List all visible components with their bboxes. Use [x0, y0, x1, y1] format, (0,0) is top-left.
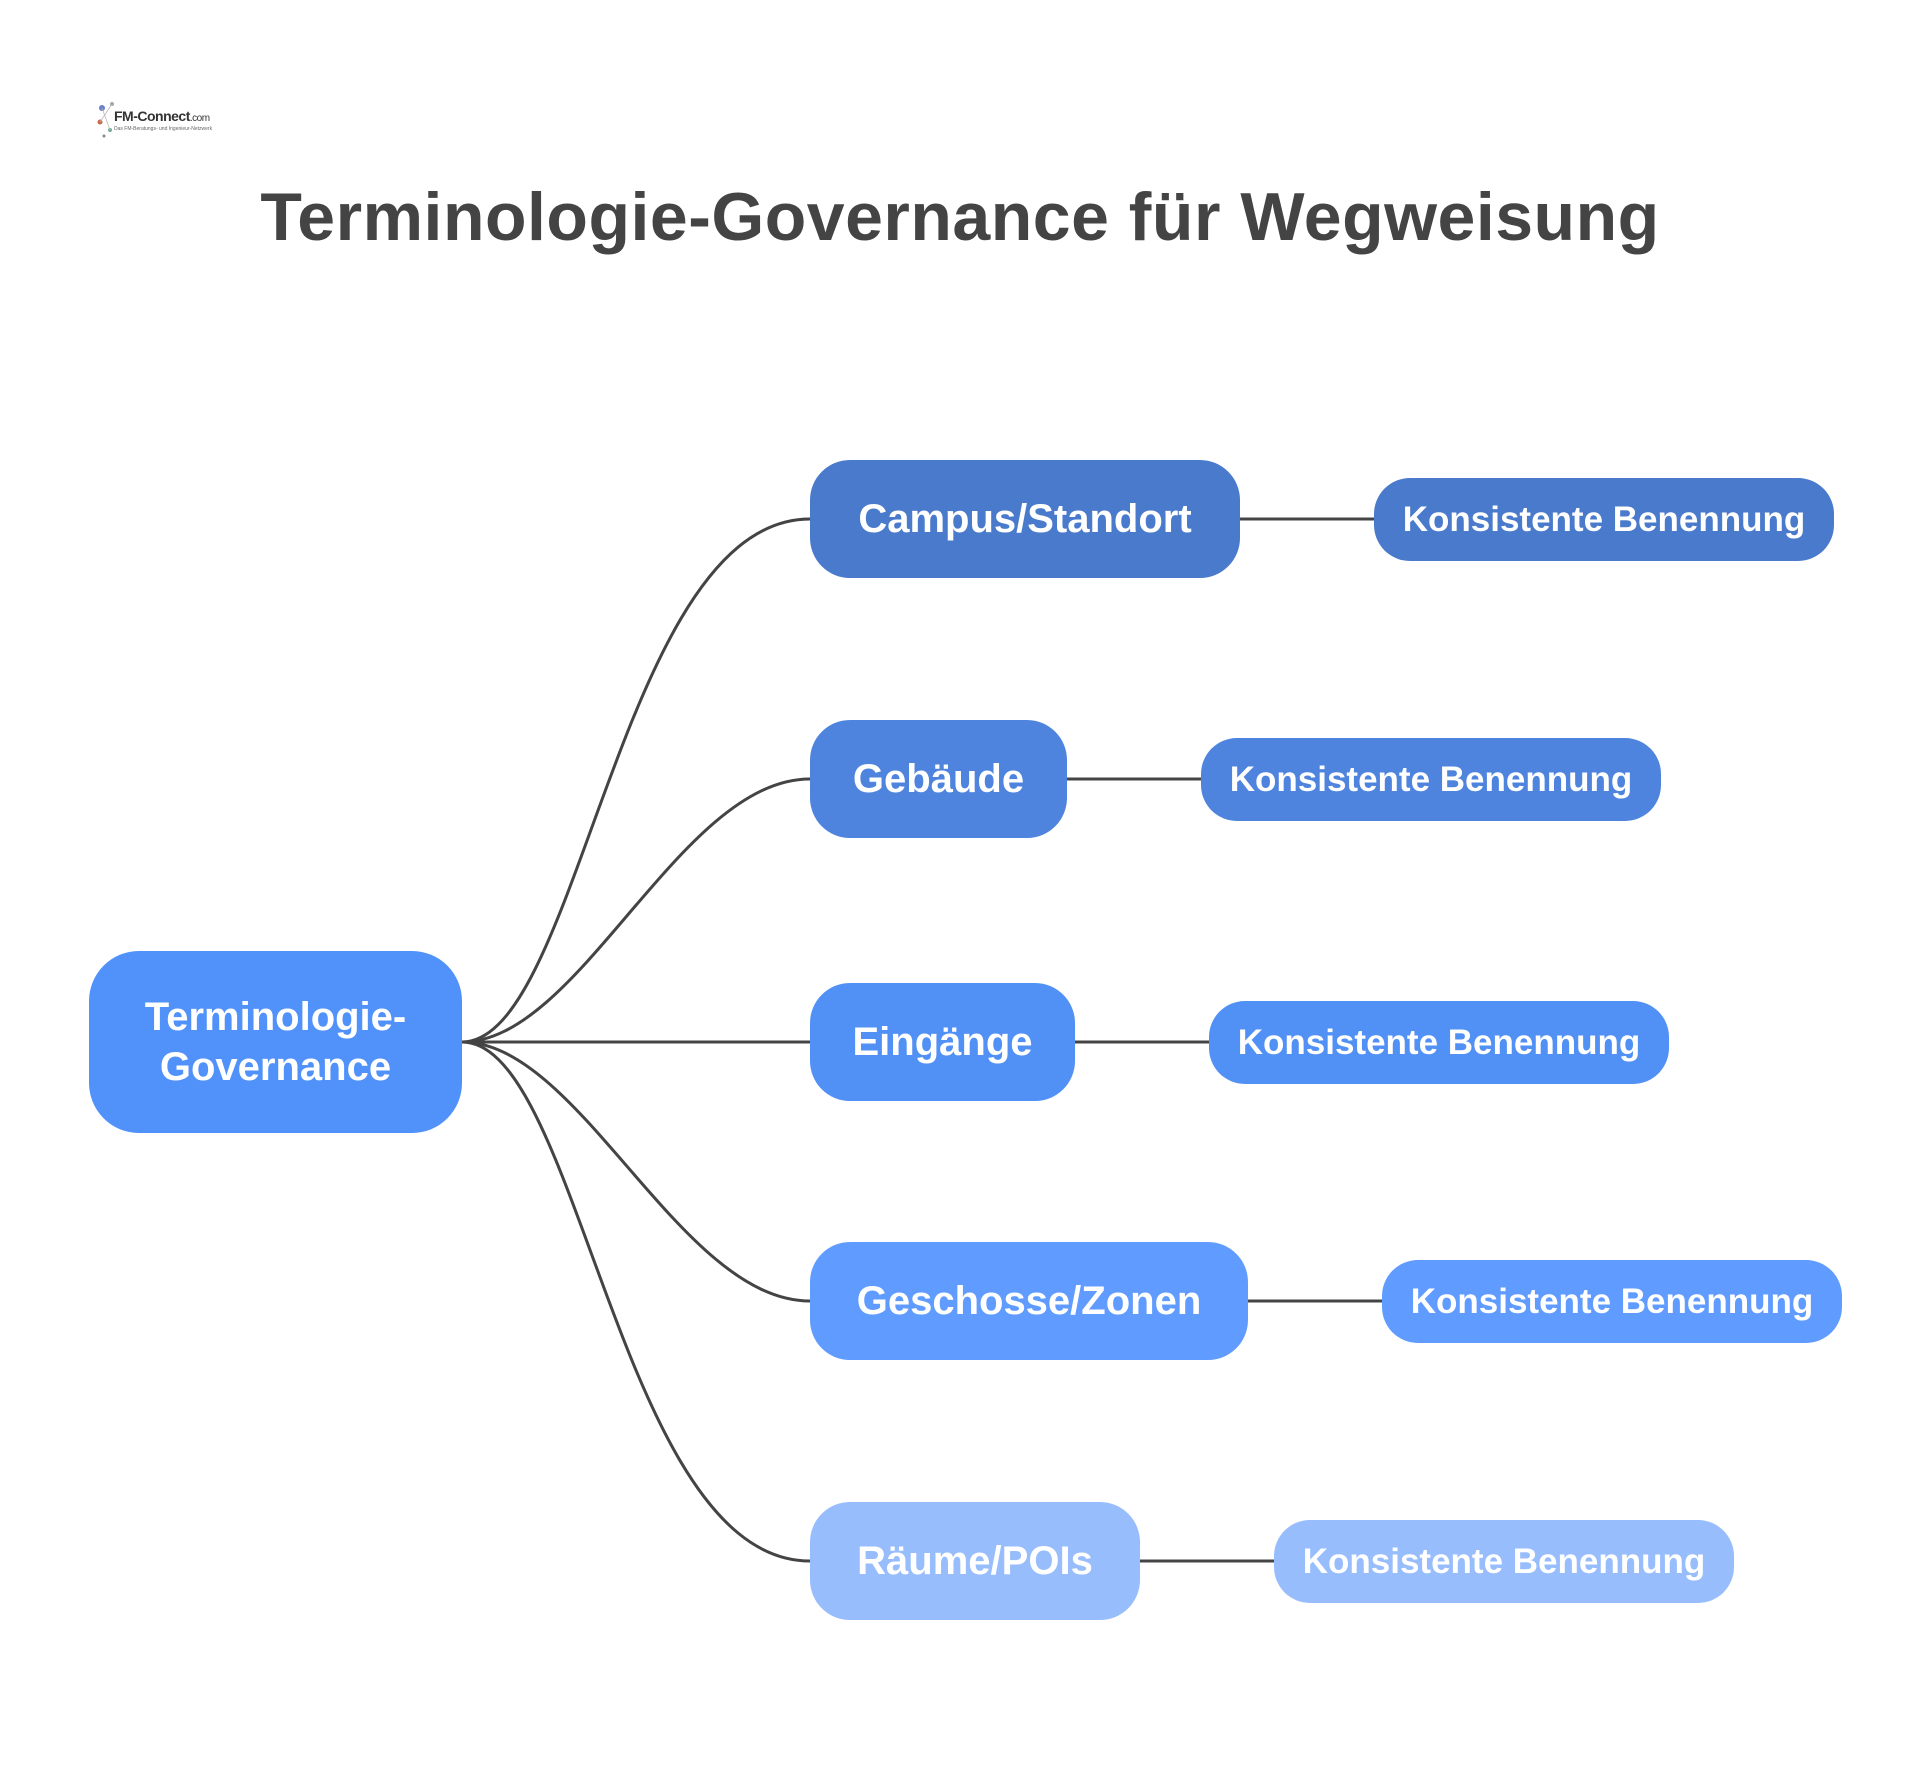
leaf-node-raeume: Konsistente Benennung [1274, 1520, 1734, 1603]
leaf-label: Konsistente Benennung [1237, 1022, 1641, 1062]
branch-label: Räume/POIs [857, 1538, 1093, 1583]
root-label-line2: Governance [159, 1045, 392, 1089]
leaf-label: Konsistente Benennung [1302, 1541, 1706, 1581]
leaf-node-geschosse: Konsistente Benennung [1382, 1260, 1842, 1343]
leaf-label: Konsistente Benennung [1402, 499, 1806, 539]
branch-node-geschosse: Geschosse/Zonen [810, 1242, 1248, 1360]
branch-label: Eingänge [852, 1019, 1033, 1064]
branch-node-gebaeude: Gebäude [810, 720, 1067, 838]
branch-node-campus: Campus/Standort [810, 460, 1240, 578]
leaf-node-eingaenge: Konsistente Benennung [1209, 1001, 1669, 1084]
root-label-line1: Terminologie- [144, 995, 407, 1039]
connector-root-geschosse [460, 1040, 812, 1303]
branch-label: Geschosse/Zonen [856, 1278, 1202, 1323]
fm-connect-logo: FM-Connect.com Das FM-Beratungs- und Ing… [96, 98, 212, 148]
connector-root-gebaeude [460, 777, 812, 1044]
network-dots-icon [97, 102, 114, 138]
leaf-label: Konsistente Benennung [1410, 1281, 1814, 1321]
branch-label: Gebäude [852, 756, 1025, 801]
connector-root-raeume [460, 1040, 812, 1563]
connector-root-campus [460, 517, 812, 1044]
logo-name: FM-Connect [114, 108, 190, 124]
root-node: Terminologie- Governance [89, 951, 462, 1133]
leaf-node-gebaeude: Konsistente Benennung [1201, 738, 1661, 821]
logo-tagline: Das FM-Beratungs- und Ingenieur-Netzwerk [114, 126, 213, 132]
leaf-label: Konsistente Benennung [1229, 759, 1633, 799]
leaf-node-campus: Konsistente Benennung [1374, 478, 1834, 561]
branch-node-raeume: Räume/POIs [810, 1502, 1140, 1620]
branch-label: Campus/Standort [858, 496, 1192, 541]
logo-domain: .com [189, 113, 210, 124]
branch-node-eingaenge: Eingänge [810, 983, 1075, 1101]
page-title: Terminologie-Governance für Wegweisung [260, 179, 1660, 255]
